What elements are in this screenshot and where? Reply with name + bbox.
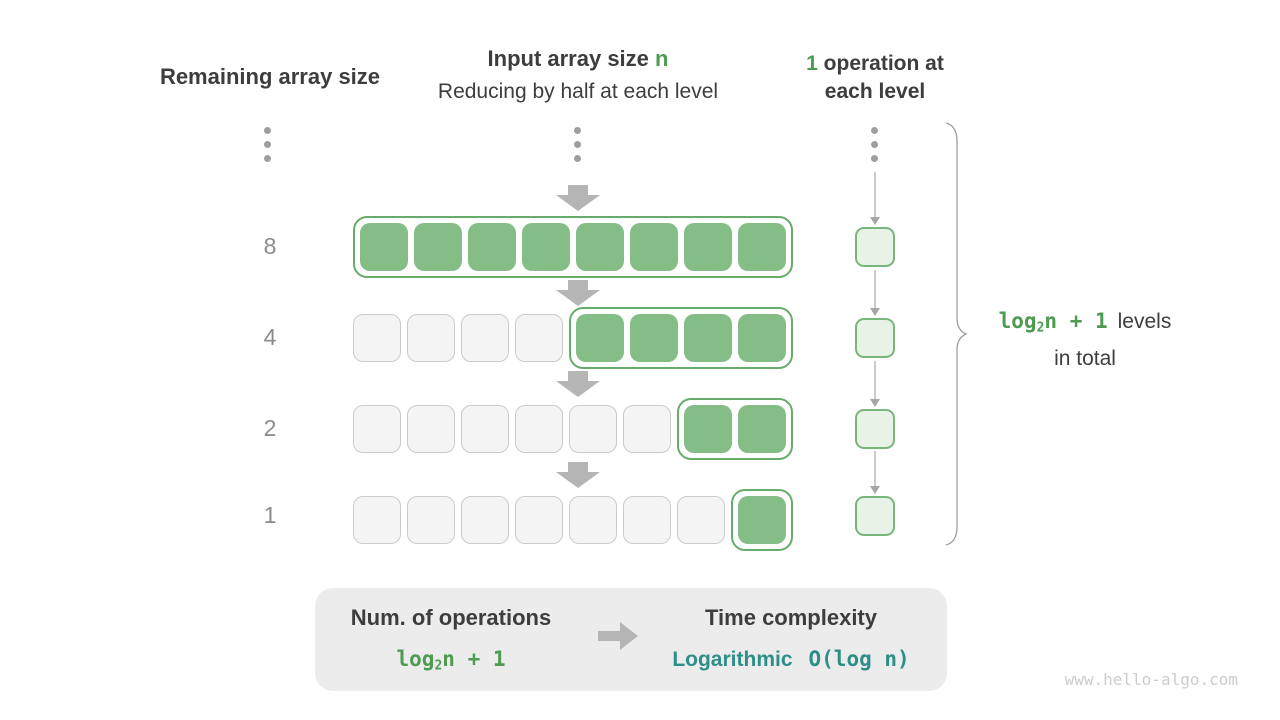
num-operations-title: Num. of operations [350, 605, 552, 630]
size-label-8: 8 [263, 233, 277, 259]
array-cell-empty [461, 405, 509, 453]
active-subarray-group [731, 489, 793, 551]
down-arrow-icon [556, 280, 600, 306]
down-arrow-icon [556, 462, 600, 488]
header-one-operation: 1 operation at each level [775, 50, 975, 106]
array-cell-active [360, 223, 408, 271]
array-cell-empty [353, 314, 401, 362]
array-cell-empty [407, 496, 455, 544]
array-cell-empty [623, 405, 671, 453]
time-complexity-title: Time complexity [705, 605, 877, 630]
header-op-line2: each level [824, 80, 926, 103]
dot [574, 141, 581, 148]
active-subarray-group [353, 216, 793, 278]
array-cell-active [630, 314, 678, 362]
array-cell-empty [569, 405, 617, 453]
array-cell-empty [353, 496, 401, 544]
header-op-line1: 1 operation at [806, 52, 944, 75]
dot [264, 141, 271, 148]
array-cell-active [468, 223, 516, 271]
levels-line2: in total [1054, 346, 1116, 370]
size-label-4: 4 [263, 324, 277, 350]
dot [574, 155, 581, 162]
array-cell-active [738, 496, 786, 544]
array-cell-empty [569, 496, 617, 544]
header-input-line1: Input array size n [487, 46, 669, 71]
array-cell-active [414, 223, 462, 271]
dot [264, 155, 271, 162]
array-row-size-8 [353, 216, 793, 278]
array-cell-empty [623, 496, 671, 544]
array-cell-empty [407, 405, 455, 453]
levels-brace [945, 122, 968, 546]
array-row-size-4 [353, 307, 793, 369]
array-row-size-2 [353, 398, 793, 460]
array-cell-empty [353, 405, 401, 453]
summary-box: Num. of operations log2n + 1 Time comple… [315, 588, 947, 691]
dot [871, 127, 878, 134]
dot [264, 127, 271, 134]
array-row-size-1 [353, 489, 793, 551]
array-cell-active [576, 314, 624, 362]
array-cell-empty [461, 496, 509, 544]
array-cell-empty [677, 496, 725, 544]
right-arrow-icon [598, 622, 638, 655]
array-cell-active [576, 223, 624, 271]
ellipsis-left [264, 127, 271, 162]
header-input-line2: Reducing by half at each level [437, 80, 719, 103]
active-subarray-group [569, 307, 793, 369]
array-cell-active [630, 223, 678, 271]
operation-square [855, 318, 895, 358]
array-cell-active [522, 223, 570, 271]
operation-square [855, 409, 895, 449]
watermark: www.hello-algo.com [1064, 670, 1238, 689]
down-arrow-icon [556, 185, 600, 211]
down-arrow-icon [556, 371, 600, 397]
dot [871, 155, 878, 162]
array-cell-active [738, 405, 786, 453]
array-cell-active [684, 405, 732, 453]
array-cell-active [684, 314, 732, 362]
array-cell-active [738, 223, 786, 271]
header-input-array-size: Input array size n Reducing by half at e… [410, 45, 746, 106]
operation-square [855, 496, 895, 536]
array-cell-empty [515, 405, 563, 453]
one-highlight: 1 [806, 52, 818, 75]
ellipsis-center [574, 127, 581, 162]
active-subarray-group [677, 398, 793, 460]
size-label-2: 2 [263, 415, 277, 441]
array-cell-empty [515, 496, 563, 544]
array-cell-active [738, 314, 786, 362]
array-cell-empty [461, 314, 509, 362]
n-highlight: n [655, 46, 669, 71]
dot [574, 127, 581, 134]
operation-square [855, 227, 895, 267]
dot [871, 141, 878, 148]
ellipsis-right [871, 127, 878, 162]
size-label-1: 1 [263, 502, 277, 528]
array-cell-active [684, 223, 732, 271]
header-remaining-array-size: Remaining array size [159, 64, 381, 89]
num-operations-formula: log2n + 1 [396, 647, 506, 674]
array-cell-empty [515, 314, 563, 362]
array-cell-empty [407, 314, 455, 362]
